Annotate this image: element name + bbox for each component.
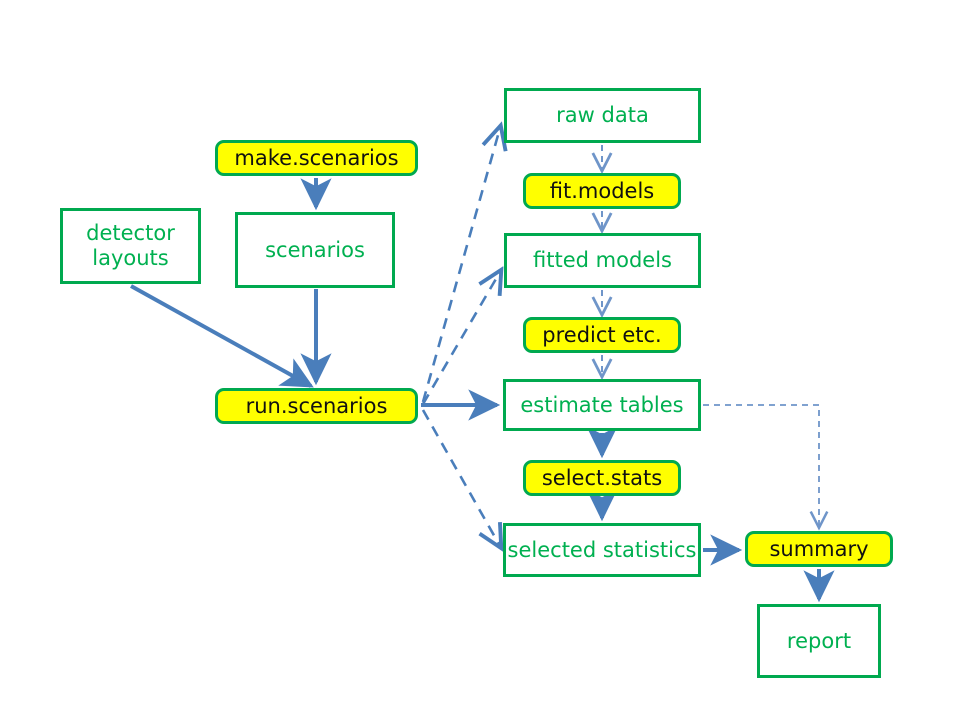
edge-run-to-rawdata [421, 128, 500, 403]
node-selected-statistics[interactable]: selected statistics [503, 523, 701, 577]
node-predict-etc[interactable]: predict etc. [523, 317, 681, 353]
node-detector-layouts[interactable]: detector layouts [60, 208, 201, 284]
edge-run-to-selectedstats [421, 409, 500, 546]
node-estimate-tables[interactable]: estimate tables [503, 379, 701, 431]
node-run-scenarios[interactable]: run.scenarios [215, 388, 418, 424]
edge-estimatetables-to-summary [703, 404, 829, 531]
node-report[interactable]: report [757, 604, 881, 678]
node-fit-models[interactable]: fit.models [523, 173, 681, 209]
node-make-scenarios[interactable]: make.scenarios [215, 140, 418, 176]
node-scenarios[interactable]: scenarios [235, 212, 395, 288]
node-summary[interactable]: summary [745, 531, 893, 567]
node-fitted-models[interactable]: fitted models [504, 233, 701, 288]
node-select-stats[interactable]: select.stats [523, 460, 681, 496]
edge-run-to-fittedmodels [421, 272, 500, 405]
node-raw-data[interactable]: raw data [504, 88, 701, 143]
edge-layouts-to-run [130, 284, 314, 388]
